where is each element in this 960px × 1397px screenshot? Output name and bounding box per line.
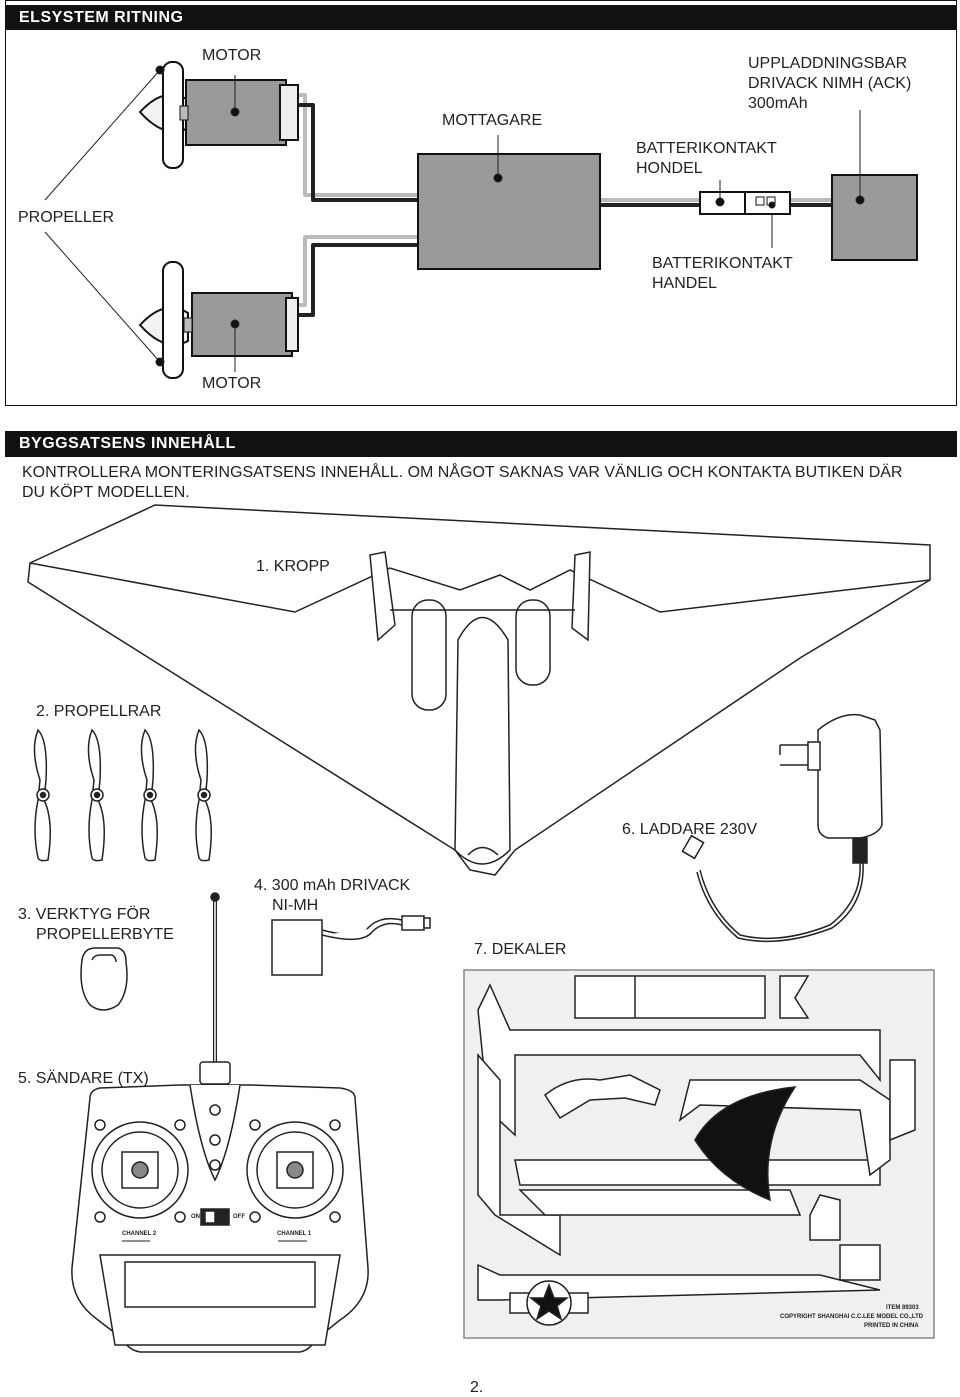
decal-copyright: COPYRIGHT SHANGHAI C.C.LEE MODEL CO.,LTD: [780, 1314, 924, 1320]
tx-channel1-label: CHANNEL 1: [277, 1231, 312, 1237]
tx-off-label: OFF: [233, 1214, 245, 1220]
contents-description: KONTROLLERA MONTERINGSATSENS INNEHÅLL. O…: [22, 464, 903, 501]
tx-channel2-label: CHANNEL 2: [122, 1231, 157, 1237]
decal-printed-in: PRINTED IN CHINA: [864, 1323, 919, 1329]
item-body-label: 1. KROPP: [256, 558, 330, 575]
decal-item-number: ITEM 89303: [886, 1305, 919, 1311]
battery-pack: [831, 174, 918, 261]
item-propellers-label: 2. PROPELLRAR: [36, 703, 162, 720]
item-charger-label: 6. LADDARE 230V: [622, 821, 758, 838]
decal-sheet: [463, 969, 935, 1339]
motor-top: [138, 61, 299, 169]
item-battery-label-2: NI-MH: [272, 897, 319, 914]
wiring-section-title: ELSYSTEM RITNING: [5, 5, 957, 30]
page-number: 2.: [470, 1379, 484, 1396]
motor-top-label: MOTOR: [202, 47, 262, 64]
battery-pack-item: [271, 915, 431, 976]
battery-label-1: UPPLADDNINGSBAR: [748, 55, 908, 72]
motor-bottom-label: MOTOR: [202, 375, 262, 392]
receiver-label: MOTTAGARE: [442, 112, 543, 129]
item-tool-label-2: PROPELLERBYTE: [36, 926, 174, 943]
battery-label-3: 300mAh: [748, 95, 808, 112]
connector-male-label-1: BATTERIKONTAKT: [636, 140, 777, 157]
tx-on-label: ON: [191, 1214, 200, 1220]
item-transmitter-label: 5. SÄNDARE (TX): [18, 1070, 149, 1087]
wiring-diagram-frame: [5, 0, 957, 406]
contents-section-title: BYGGSATSENS INNEHÅLL: [5, 431, 957, 457]
propeller-tool: [80, 947, 128, 1011]
transmitter: [71, 892, 369, 1353]
item-battery-label-1: 4. 300 mAh DRIVACK: [254, 877, 411, 894]
motor-bottom: [138, 261, 299, 379]
connector-female-label-1: BATTERIKONTAKT: [652, 255, 793, 272]
propeller-label: PROPELLER: [18, 209, 115, 226]
item-decals-label: 7. DEKALER: [474, 941, 567, 958]
battery-label-2: DRIVACK NIMH (ACK): [748, 75, 912, 92]
aircraft-body: [27, 504, 931, 876]
connector-male-label-2: HONDEL: [636, 160, 703, 177]
propellers: [33, 728, 212, 862]
receiver-box: [417, 153, 601, 270]
connector-female-label-2: HANDEL: [652, 275, 717, 292]
item-tool-label-1: 3. VERKTYG FÖR: [18, 906, 151, 923]
charger: [681, 713, 883, 943]
